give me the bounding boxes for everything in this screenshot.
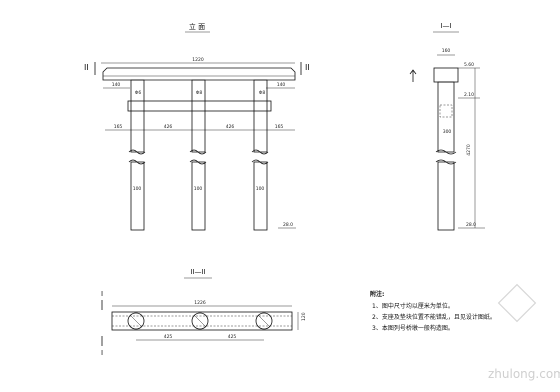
s1-elev-2: 2.10 bbox=[464, 92, 474, 98]
s2-dim-width: 120 bbox=[301, 312, 307, 321]
notes-block: 附注: 1、图中尺寸均以厘米为单位。 2、支座及垫块位置不能错乱，且见设计图纸。… bbox=[370, 290, 496, 332]
watermark: zhulong.com bbox=[488, 283, 560, 381]
dim-total: 1220 bbox=[192, 57, 204, 63]
dim-edge-left: 165 bbox=[114, 124, 123, 130]
s2-dim-span2: 425 bbox=[228, 334, 237, 340]
break-mark-2 bbox=[189, 149, 207, 155]
dim-overhang-right: 140 bbox=[277, 82, 286, 88]
section-mark-right: II bbox=[305, 63, 310, 72]
watermark-text: zhulong.com bbox=[488, 367, 560, 381]
s2-column-2 bbox=[191, 312, 209, 330]
s1-dim-top: 160 bbox=[442, 48, 451, 54]
dim-col2: Φ8 bbox=[196, 90, 203, 96]
dim-col3: Φ8 bbox=[259, 90, 266, 96]
elevation-title: 立 面 bbox=[189, 22, 205, 31]
s1-dim-height: 4270 bbox=[466, 144, 472, 156]
section-1-title: I—I bbox=[440, 22, 451, 30]
s1-cap bbox=[433, 67, 459, 83]
dim-overhang-left: 140 bbox=[112, 82, 121, 88]
notes-heading: 附注: bbox=[370, 290, 384, 298]
note-item-1: 1、图中尺寸均以厘米为单位。 bbox=[372, 302, 454, 310]
dim-span2: 426 bbox=[226, 124, 235, 130]
dim-span1: 426 bbox=[164, 124, 173, 130]
s2-column-3 bbox=[255, 312, 273, 330]
watermark-logo bbox=[497, 283, 537, 323]
s2-mark-top: I bbox=[101, 290, 103, 298]
column-2-lower bbox=[191, 161, 206, 231]
note-item-3: 3、本图列号桥墩一般构造图。 bbox=[372, 324, 454, 332]
s1-base-elev: 28.0 bbox=[466, 222, 476, 228]
elevation-view: 立 面 II II 1220 140 140 Φ6 Φ8 Φ8 165 426 … bbox=[84, 22, 310, 231]
s1-elev-1: 5.60 bbox=[464, 62, 474, 68]
section-2-title: II—II bbox=[190, 268, 205, 276]
s1-column-lower bbox=[437, 161, 455, 231]
column-1-lower bbox=[130, 161, 145, 231]
s2-mark-bottom: I bbox=[101, 349, 103, 357]
break-mark-1 bbox=[128, 149, 146, 155]
s2-dim-span1: 425 bbox=[164, 334, 173, 340]
s1-tie-section bbox=[439, 104, 453, 118]
dim-col1: Φ6 bbox=[135, 90, 142, 96]
note-item-2: 2、支座及垫块位置不能错乱，且见设计图纸。 bbox=[372, 313, 496, 321]
s2-column-1 bbox=[127, 312, 145, 330]
section-2-view: II—II I I 1226 425 425 120 bbox=[101, 268, 307, 357]
s2-dim-total: 1226 bbox=[194, 300, 206, 306]
dim-edge-right: 165 bbox=[275, 124, 284, 130]
cap-beam bbox=[102, 67, 296, 81]
col-label-2: 100 bbox=[194, 186, 203, 192]
s1-dim-mid: 300 bbox=[443, 129, 452, 135]
col-label-3: 100 bbox=[256, 186, 265, 192]
elevation-base-level: 28.0 bbox=[283, 222, 293, 228]
s2-tie-beam-plan bbox=[111, 311, 293, 331]
section-mark-left: II bbox=[84, 63, 89, 72]
column-3-lower bbox=[253, 161, 268, 231]
tie-beam bbox=[127, 100, 272, 112]
section-1-view: I—I 160 5.60 2.10 300 4270 28.0 bbox=[409, 22, 485, 231]
break-mark-3 bbox=[251, 149, 269, 155]
col-label-1: 100 bbox=[133, 186, 142, 192]
